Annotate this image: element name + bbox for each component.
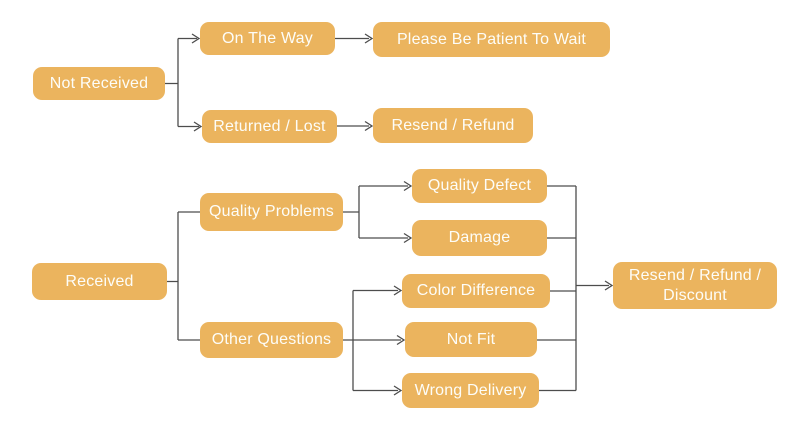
edge-quality-problems-damage [359, 232, 413, 244]
edge-not-received-on-the-way [178, 33, 201, 44]
edge-collector [535, 185, 577, 392]
edge-returned-lost-resend-refund [337, 120, 374, 132]
node-received: Received [32, 263, 167, 300]
edge-not-received-split [165, 38, 179, 127]
edge-not-received-returned-lost [178, 121, 203, 132]
node-not-received: Not Received [33, 67, 165, 100]
node-resend-refund: Resend / Refund [373, 108, 533, 143]
node-quality-defect: Quality Defect [412, 169, 547, 203]
node-returned-lost: Returned / Lost [202, 110, 337, 143]
node-quality-problems: Quality Problems [200, 193, 343, 231]
node-damage: Damage [412, 220, 547, 256]
node-not-fit: Not Fit [405, 322, 537, 357]
edge-received-split [167, 212, 179, 340]
edge-quality-problems-quality-defect [359, 180, 413, 192]
edge-other-questions-wrong-delivery [353, 385, 403, 396]
edge-collector-resend-refund-discount [576, 280, 614, 291]
edge-other-questions-not-fit [353, 334, 406, 346]
edge-other-questions-color-difference [353, 285, 403, 296]
node-please-be-patient-to-wait: Please Be Patient To Wait [373, 22, 610, 57]
node-color-difference: Color Difference [402, 274, 550, 308]
node-resend-refund-discount: Resend / Refund / Discount [613, 262, 777, 309]
node-on-the-way: On The Way [200, 22, 335, 55]
edge-other-questions-split [343, 290, 354, 391]
edge-quality-problems-split [343, 186, 360, 238]
edge-on-the-way-please-wait [335, 33, 374, 44]
node-other-questions: Other Questions [200, 322, 343, 358]
node-wrong-delivery: Wrong Delivery [402, 373, 539, 408]
